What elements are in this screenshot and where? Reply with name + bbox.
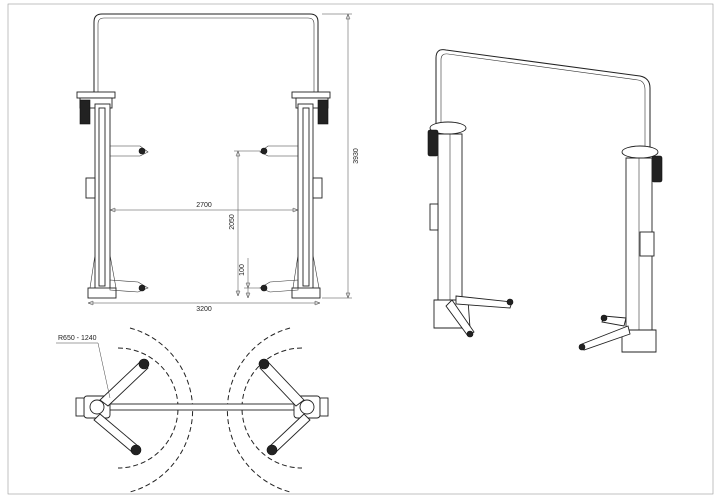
iso-overhead-bar <box>435 49 651 150</box>
overhead-bar <box>93 13 319 100</box>
left-arm-upper <box>109 145 149 157</box>
left-column <box>76 91 117 299</box>
isometric-view <box>427 49 663 353</box>
right-arm-swing-arc-inner <box>241 347 303 469</box>
right-post-top <box>258 358 329 456</box>
dimension-lift-height: 2050 <box>229 150 260 297</box>
right-arm-upper <box>259 145 299 157</box>
dimension-arm-radius: R650 - 1240 <box>56 335 111 399</box>
dim-text-radius: R650 - 1240 <box>58 335 97 342</box>
iso-left-column <box>427 121 514 338</box>
sheet-frame <box>7 3 714 495</box>
floor-plate <box>107 403 313 411</box>
dimension-min-height: 100 <box>239 258 260 299</box>
left-post-top <box>75 358 150 456</box>
left-arm-swing-arc-inner <box>117 347 179 469</box>
top-view: R650 - 1240 <box>56 327 329 493</box>
dim-text-2700: 2700 <box>196 202 212 209</box>
dimension-base-width: 3200 <box>87 300 321 313</box>
dim-text-3930: 3930 <box>353 148 360 164</box>
iso-right-column <box>578 145 663 353</box>
dim-text-100: 100 <box>239 264 246 276</box>
dimension-inner-width: 2700 <box>109 202 299 213</box>
dim-text-3200: 3200 <box>196 306 212 313</box>
front-view: 2700 3200 3930 2050 100 <box>76 13 360 313</box>
dim-text-2050: 2050 <box>229 214 236 230</box>
right-column <box>291 91 331 299</box>
dimension-total-height: 3930 <box>322 13 360 299</box>
left-arm-lower <box>109 279 149 293</box>
right-arm-lower <box>259 279 299 293</box>
